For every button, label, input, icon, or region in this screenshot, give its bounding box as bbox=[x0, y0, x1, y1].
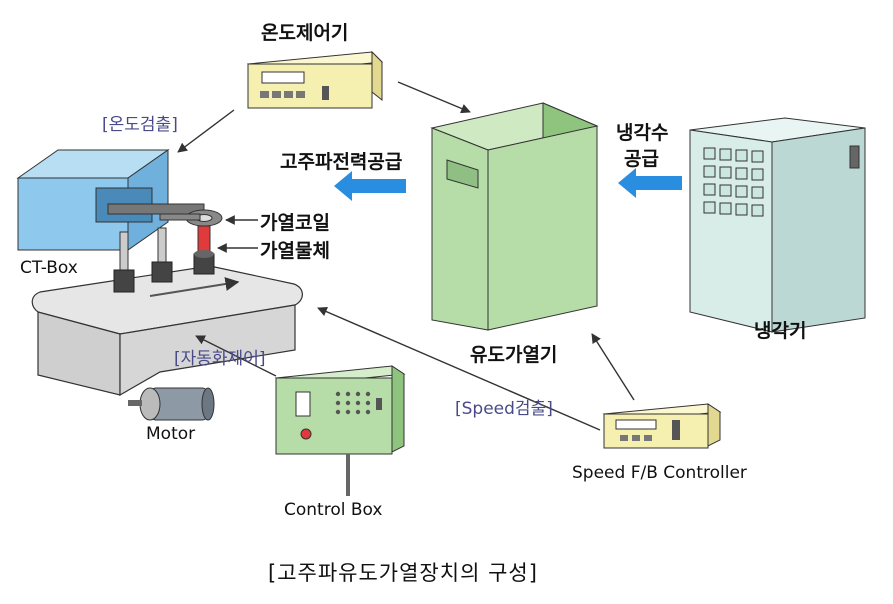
control-box-device bbox=[274, 365, 406, 496]
hf-power-arrow bbox=[334, 171, 406, 201]
cooler-device bbox=[689, 117, 866, 333]
coolant-supply-label-2: 공급 bbox=[624, 148, 659, 170]
speed-detect-label: [Speed검출] bbox=[455, 399, 553, 419]
conveyor bbox=[31, 265, 303, 397]
arrow-temp-to-heater bbox=[397, 81, 471, 114]
auto-control-label: [자동화제어] bbox=[174, 349, 266, 369]
clamp-posts bbox=[113, 227, 173, 293]
ct-box-label: CT-Box bbox=[20, 258, 78, 278]
speed-controller-label: Speed F/B Controller bbox=[572, 463, 747, 483]
motor-label: Motor bbox=[146, 424, 196, 444]
cooler-label: 냉각기 bbox=[754, 320, 807, 342]
temp-detect-label: [온도검출] bbox=[102, 115, 178, 135]
flow-arrows bbox=[334, 168, 682, 201]
induction-heater-device bbox=[430, 102, 599, 331]
heated-object-label: 가열물체 bbox=[260, 240, 330, 262]
motor-device bbox=[128, 387, 215, 421]
speed-controller-device bbox=[602, 403, 722, 449]
figure-caption: [고주파유도가열장치의 구성] bbox=[268, 561, 538, 585]
coolant-arrow bbox=[618, 168, 682, 198]
arrow-speed-to-heater bbox=[591, 333, 635, 401]
ct-box-device bbox=[16, 149, 205, 251]
hf-power-supply-label: 고주파전력공급 bbox=[280, 151, 403, 173]
temp-controller-label: 온도제어기 bbox=[261, 22, 349, 44]
heating-coil-assembly bbox=[159, 209, 223, 275]
induction-heater-label: 유도가열기 bbox=[470, 344, 558, 366]
arrow-speed-detect bbox=[317, 307, 601, 431]
coolant-supply-label-1: 냉각수 bbox=[616, 122, 669, 144]
control-box-label: Control Box bbox=[284, 500, 383, 520]
temp-controller-device bbox=[246, 50, 384, 109]
arrow-control-box bbox=[195, 335, 277, 377]
heating-coil-label: 가열코일 bbox=[260, 212, 330, 234]
arrow-temp-detect bbox=[177, 109, 235, 153]
connector-arrows bbox=[177, 81, 635, 431]
